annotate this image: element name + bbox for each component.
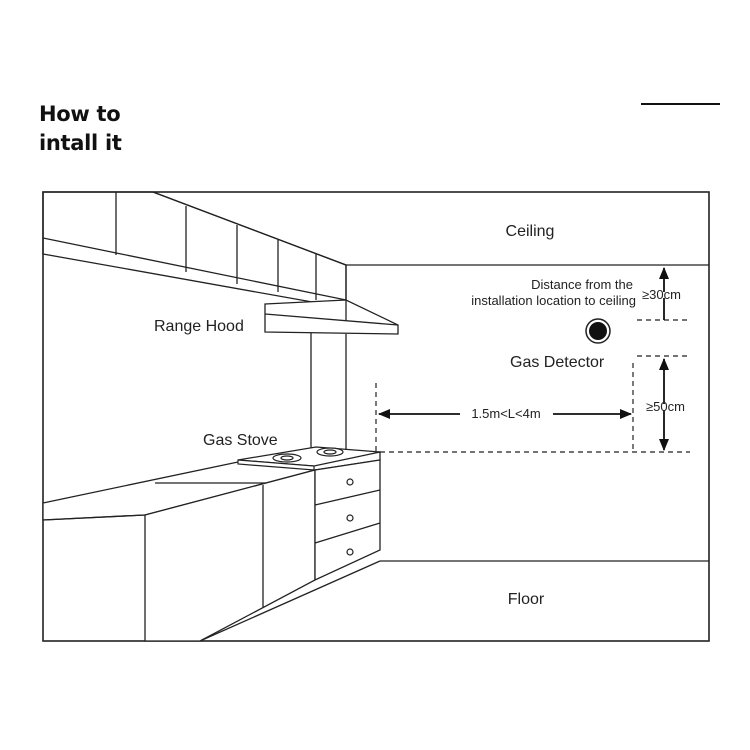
title-line-2: intall it bbox=[39, 131, 122, 155]
distance-caption-line-2: installation location to ceiling bbox=[471, 293, 636, 308]
measurement-guides bbox=[375, 319, 690, 453]
decorative-rule bbox=[641, 103, 720, 105]
title-line-1: How to bbox=[39, 102, 121, 126]
horizontal-range-value: 1.5m<L<4m bbox=[471, 406, 540, 421]
floor-label: Floor bbox=[508, 591, 545, 608]
ceiling-distance-value: ≥30cm bbox=[642, 287, 681, 302]
stove-distance-value: ≥50cm bbox=[646, 399, 685, 414]
range-hood bbox=[264, 299, 399, 335]
kitchen-wall bbox=[310, 333, 347, 452]
range-hood-label: Range Hood bbox=[154, 318, 244, 335]
gas-stove-label: Gas Stove bbox=[203, 432, 278, 449]
gas-stove bbox=[237, 446, 381, 471]
gas-detector-icon bbox=[585, 318, 611, 344]
drawer-knobs bbox=[346, 478, 354, 556]
ceiling-label: Ceiling bbox=[506, 223, 555, 240]
gas-detector-label: Gas Detector bbox=[510, 354, 605, 371]
upper-cabinets bbox=[42, 191, 347, 309]
distance-caption-line-1: Distance from the bbox=[531, 277, 633, 292]
arrow-icon bbox=[378, 267, 669, 451]
page-title: How to intall it bbox=[39, 100, 122, 158]
diagram-frame bbox=[42, 191, 710, 642]
